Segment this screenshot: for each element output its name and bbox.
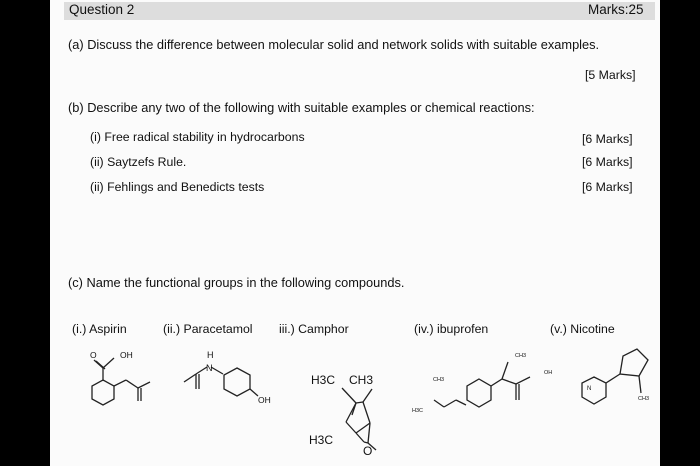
camphor-h3c-top-label: H3C: [311, 373, 335, 387]
nicotine-pyridine-ring: [581, 376, 607, 405]
part-b-item-1: (i) Free radical stability in hydrocarbo…: [90, 130, 305, 144]
paracetamol-n-label: N: [206, 363, 213, 373]
part-a-text: (a) Discuss the difference between molec…: [68, 37, 600, 52]
part-b-item-3: (ii) Fehlings and Benedicts tests: [90, 180, 265, 194]
ibuprofen-oh-label: OH: [544, 370, 552, 376]
chemical-structures: OH O H N OH H3C CH3 H3C O CH3 OH CH3 H3C…: [90, 348, 649, 458]
ibuprofen-benzene-ring: [466, 378, 492, 408]
ibuprofen-structure: [433, 361, 531, 408]
paracetamol-benzene-ring: [223, 367, 251, 397]
question-title: Question 2: [69, 2, 135, 17]
compound-ibuprofen: (iv.) ibuprofen: [414, 322, 489, 336]
camphor-ch3-label: CH3: [349, 373, 373, 387]
compound-aspirin: (i.) Aspirin: [72, 322, 127, 336]
ibuprofen-h3c-label: H3C: [412, 408, 423, 414]
aspirin-structure: [91, 357, 151, 406]
ibuprofen-ch3-label: CH3: [515, 353, 526, 359]
paracetamol-oh-label: OH: [258, 395, 271, 405]
aspirin-o-glyph: O: [90, 350, 97, 360]
ibuprofen-ch3-left-label: CH3: [433, 377, 444, 383]
part-b-text: (b) Describe any two of the following wi…: [68, 100, 535, 115]
part-b-item-3-marks: [6 Marks]: [582, 180, 633, 194]
aspirin-oh-label: OH: [120, 350, 133, 360]
compound-paracetamol: (ii.) Paracetamol: [163, 322, 253, 336]
part-b-item-1-marks: [6 Marks]: [582, 132, 633, 146]
part-b-item-2: (ii) Saytzefs Rule.: [90, 155, 187, 169]
part-a-marks: [5 Marks]: [585, 68, 636, 82]
compound-camphor: iii.) Camphor: [279, 322, 349, 336]
camphor-structure: [341, 387, 377, 451]
question-paper: Question 2 Marks:25 (a) Discuss the diff…: [50, 0, 660, 466]
paracetamol-structure: [183, 366, 259, 397]
nicotine-n-label: N: [587, 386, 591, 392]
camphor-h3c-bottom-label: H3C: [309, 433, 333, 447]
nicotine-ch3-label: CH3: [638, 396, 649, 402]
nicotine-pyrrolidine-ring: [619, 348, 649, 377]
paracetamol-h-label: H: [207, 350, 214, 360]
question-total-marks: Marks:25: [588, 2, 644, 17]
part-b-item-2-marks: [6 Marks]: [582, 155, 633, 169]
question-header-bar: [64, 2, 655, 20]
aspirin-benzene-ring: [91, 379, 115, 406]
camphor-o-label: O: [363, 444, 372, 458]
nicotine-structure: [581, 348, 649, 405]
part-c-text: (c) Name the functional groups in the fo…: [68, 275, 405, 290]
compound-nicotine: (v.) Nicotine: [550, 322, 615, 336]
